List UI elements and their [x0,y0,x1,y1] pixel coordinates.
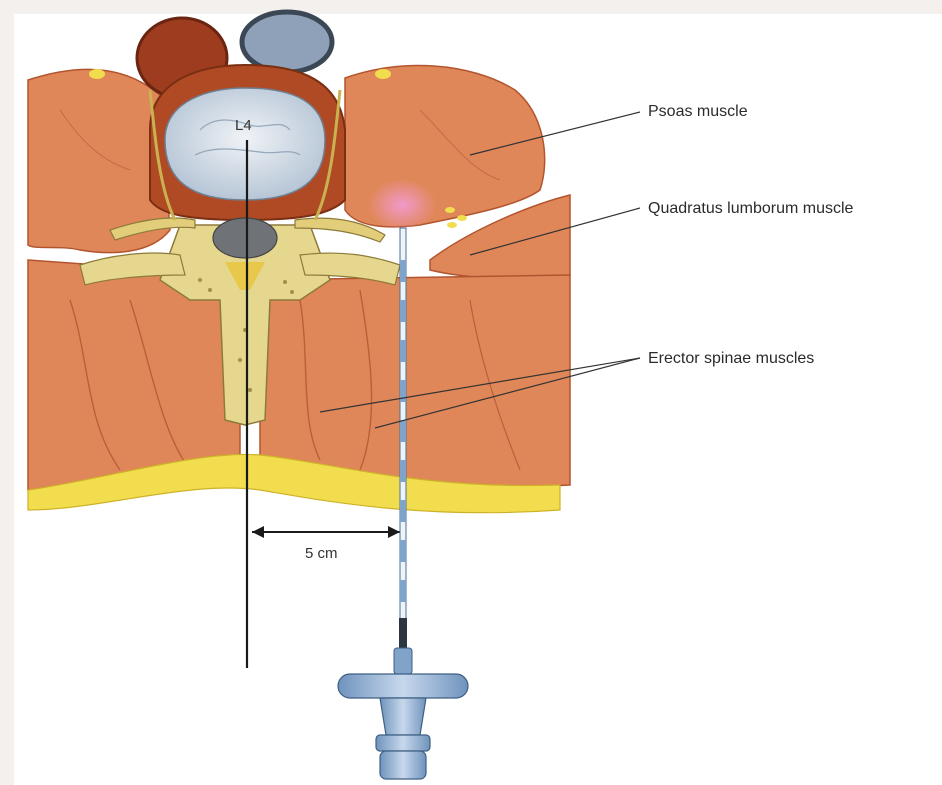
intervertebral-disc [165,88,325,200]
l4-label: L4 [235,117,252,134]
erector-label: Erector spinae muscles [648,350,814,367]
quadratus-label: Quadratus lumborum muscle [648,200,854,217]
target-blush-icon [368,179,436,231]
distance-label: 5 cm [305,545,338,562]
distance-arrow [252,526,400,538]
psoas-label: Psoas muscle [648,103,748,120]
vessel-right [242,12,332,72]
